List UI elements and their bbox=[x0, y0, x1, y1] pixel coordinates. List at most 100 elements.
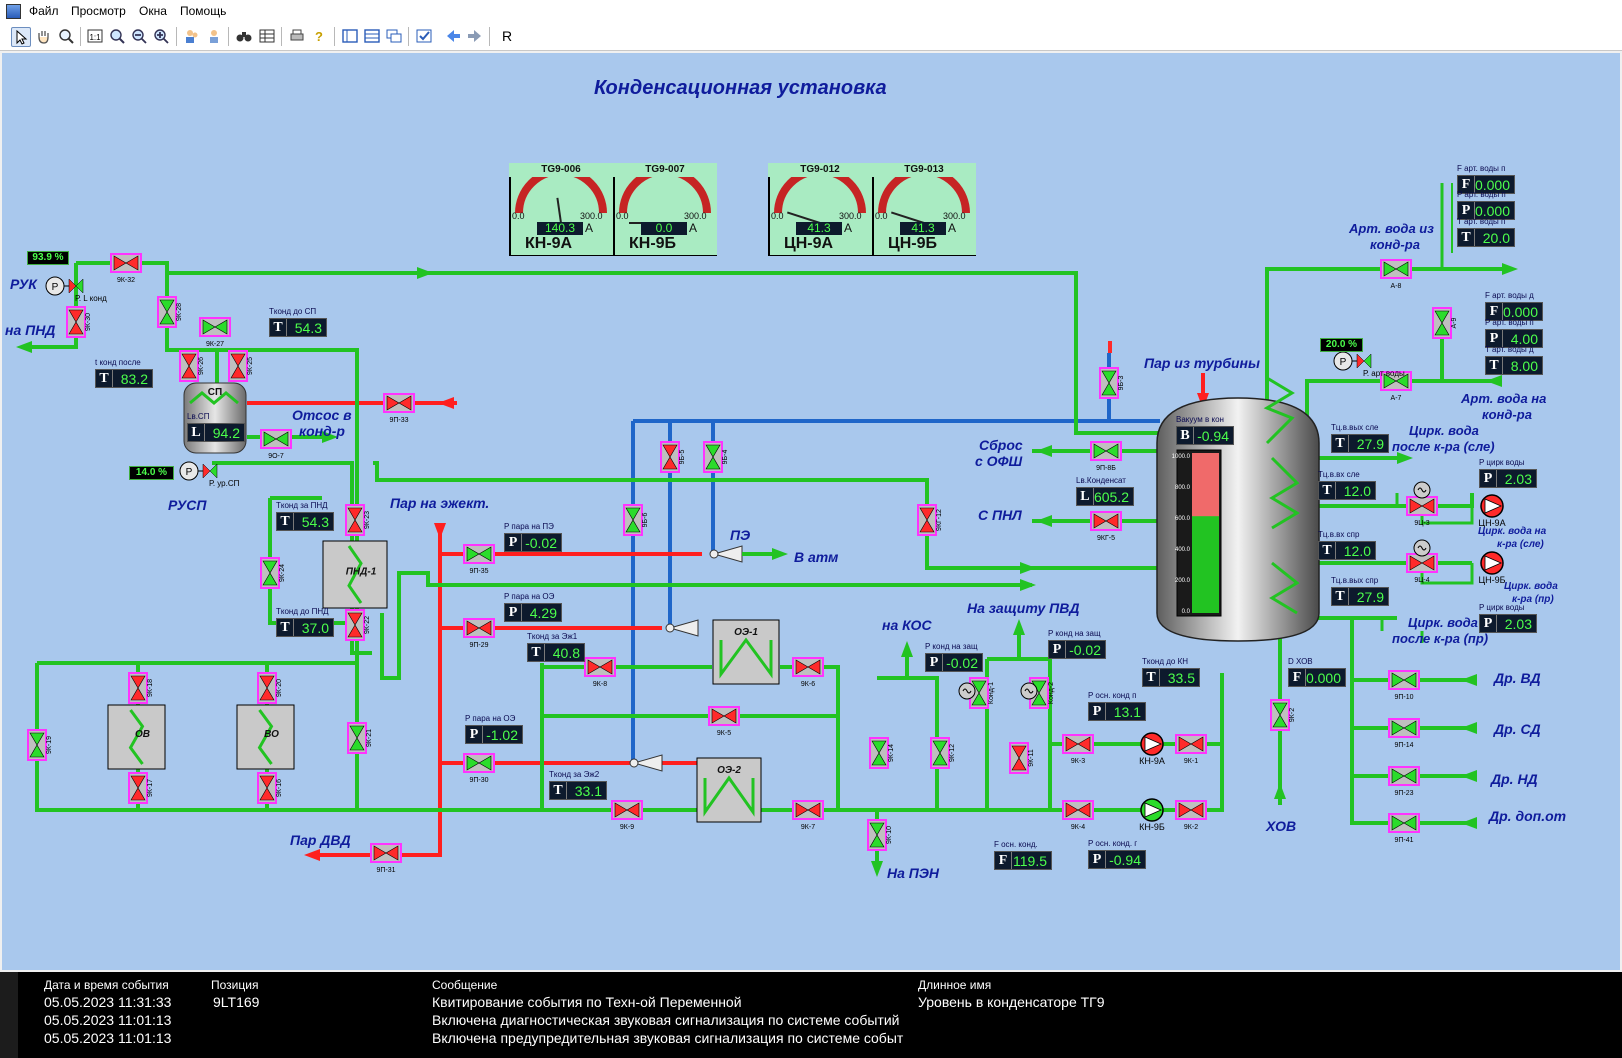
pump-ЦН-9А[interactable]: ЦН-9А bbox=[1478, 494, 1506, 528]
ov-vessel[interactable]: ОВ bbox=[107, 704, 166, 770]
menu-help[interactable]: Помощь bbox=[180, 4, 227, 18]
valve-9П-33[interactable]: 9П-33 bbox=[383, 393, 415, 424]
help-icon[interactable]: ? bbox=[310, 27, 328, 45]
valve-9Ц-3[interactable]: 9Ц-3 bbox=[1406, 496, 1438, 527]
event-row-message[interactable]: Включена диагностическая звуковая сигнал… bbox=[432, 1012, 900, 1028]
zoom-icon[interactable] bbox=[57, 27, 75, 45]
valve-9Б-6[interactable]: 9Б-6 bbox=[623, 504, 649, 536]
valve-9К-19[interactable]: 9К-19 bbox=[27, 729, 53, 761]
horizontal-layout-icon[interactable] bbox=[363, 27, 381, 45]
valve-9П-35[interactable]: 9П-35 bbox=[463, 544, 495, 575]
valve-9К-8[interactable]: 9К-8 bbox=[584, 657, 616, 688]
menu-view[interactable]: Просмотр bbox=[71, 4, 126, 18]
valve-9К-17[interactable]: 9К-17 bbox=[128, 772, 154, 804]
valve-9К-4[interactable]: 9К-4 bbox=[1062, 800, 1094, 831]
regulator-icon[interactable]: PР. ур.СП bbox=[179, 461, 240, 488]
arrow-back-icon[interactable] bbox=[444, 27, 462, 45]
event-row-position[interactable]: 9LT169 bbox=[213, 994, 260, 1010]
valve-А-9[interactable]: А-9 bbox=[1432, 307, 1458, 339]
event-row-message[interactable]: Включена предупредительная звуковая сигн… bbox=[432, 1030, 904, 1046]
valve-9К-9[interactable]: 9К-9 bbox=[611, 800, 643, 831]
pnd-vessel[interactable]: ПНД-1 bbox=[322, 540, 388, 609]
valve-Конд-1[interactable]: Конд-1 bbox=[969, 677, 995, 709]
valve-9К-22[interactable]: 9К-22 bbox=[345, 609, 371, 641]
valve-9П-30[interactable]: 9П-30 bbox=[463, 753, 495, 784]
valve-9П-14[interactable]: 9П-14 bbox=[1388, 718, 1420, 749]
event-row-datetime[interactable]: 05.05.2023 11:01:13 bbox=[44, 1030, 172, 1046]
valve-9К-7[interactable]: 9К-7 bbox=[792, 800, 824, 831]
user-icon[interactable] bbox=[205, 27, 223, 45]
event-row-datetime[interactable]: 05.05.2023 11:31:33 bbox=[44, 994, 172, 1010]
regulator-icon[interactable]: PР. L конд bbox=[45, 276, 107, 303]
valve-9К-27[interactable]: 9К-27 bbox=[199, 317, 231, 348]
print-icon[interactable] bbox=[288, 27, 306, 45]
vo-vessel[interactable]: ВО bbox=[236, 704, 295, 770]
zoom-in-icon[interactable] bbox=[152, 27, 170, 45]
valve-9К-30[interactable]: 9К-30 bbox=[66, 306, 92, 338]
pump-КН-9А[interactable]: КН-9А bbox=[1139, 732, 1165, 766]
valve-9П-41[interactable]: 9П-41 bbox=[1388, 813, 1420, 844]
pan-hand-icon[interactable] bbox=[34, 27, 52, 45]
zoom-out-icon[interactable] bbox=[130, 27, 148, 45]
valve-9К-26[interactable]: 9К-26 bbox=[179, 350, 205, 382]
valve-9К-2[interactable]: 9К-2 bbox=[1270, 699, 1296, 731]
table-icon[interactable] bbox=[258, 27, 276, 45]
valve-9К-1[interactable]: 9К-1 bbox=[1175, 734, 1207, 765]
valve-9К-25[interactable]: 9К-25 bbox=[228, 350, 254, 382]
event-row-message[interactable]: Квитирование события по Техн-ой Переменн… bbox=[432, 994, 742, 1010]
valve-9П-23[interactable]: 9П-23 bbox=[1388, 766, 1420, 797]
valve-9КГ-5[interactable]: 9КГ-5 bbox=[1090, 511, 1122, 542]
oe2-exchanger[interactable]: ОЭ-2 bbox=[696, 757, 762, 823]
valve-9К-20[interactable]: 9К-20 bbox=[257, 672, 283, 704]
valve-9П-31[interactable]: 9П-31 bbox=[370, 843, 402, 874]
valve-9О-7[interactable]: 9О-7 bbox=[260, 429, 292, 460]
valve-9П-29[interactable]: 9П-29 bbox=[463, 618, 495, 649]
valve-9П-10[interactable]: 9П-10 bbox=[1388, 670, 1420, 701]
valve-9К-2[interactable]: 9К-2 bbox=[1175, 800, 1207, 831]
readout-display[interactable]: B-0.94 bbox=[1176, 426, 1234, 445]
valve-9К-16[interactable]: 9К-16 bbox=[257, 772, 283, 804]
valve-9К-6[interactable]: 9К-6 bbox=[792, 657, 824, 688]
valve-9КГ-12[interactable]: 9КГ-12 bbox=[917, 504, 943, 536]
binoculars-icon[interactable] bbox=[235, 27, 253, 45]
pointer-tool-icon[interactable] bbox=[11, 27, 31, 47]
window-layout-icon[interactable] bbox=[341, 27, 359, 45]
valve-9К-18[interactable]: 9К-18 bbox=[128, 672, 154, 704]
pump-ЦН-9Б[interactable]: ЦН-9Б bbox=[1478, 551, 1506, 585]
cascade-windows-icon[interactable] bbox=[385, 27, 403, 45]
menu-windows[interactable]: Окна bbox=[139, 4, 167, 18]
check-window-icon[interactable] bbox=[415, 27, 433, 45]
valve-9К-28[interactable]: 9К-28 bbox=[157, 296, 183, 328]
valve-9К-11[interactable]: 9К-11 bbox=[1009, 742, 1035, 774]
event-row-datetime[interactable]: 05.05.2023 11:01:13 bbox=[44, 1012, 172, 1028]
valve-А-8[interactable]: А-8 bbox=[1380, 259, 1412, 290]
valve-9К-23[interactable]: 9К-23 bbox=[345, 504, 371, 536]
readout-display[interactable]: P-0.02 bbox=[925, 653, 983, 672]
readout-display[interactable]: P-0.02 bbox=[504, 533, 562, 552]
event-row-longname[interactable]: Уровень в конденсаторе ТГ9 bbox=[918, 994, 1105, 1010]
readout-display[interactable]: P-1.02 bbox=[465, 725, 523, 744]
arrow-forward-icon[interactable] bbox=[466, 27, 484, 45]
valve-9К-12[interactable]: 9К-12 bbox=[930, 737, 956, 769]
